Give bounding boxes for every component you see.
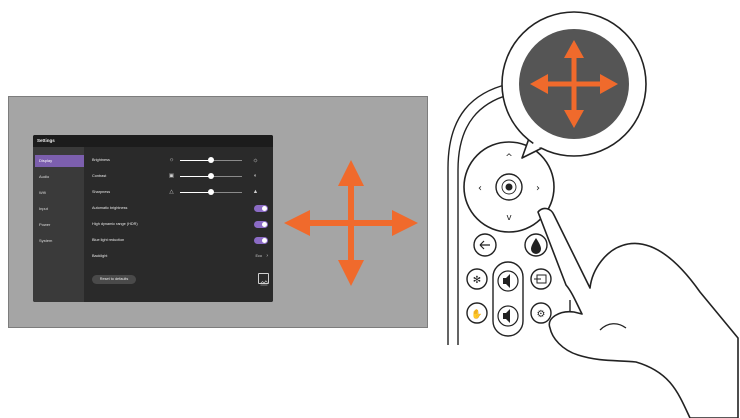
volume-rocker[interactable] (493, 262, 523, 336)
brightness-label: Brightness (92, 155, 110, 165)
settings-button[interactable]: ⚙ (531, 303, 551, 323)
automatic-brightness-toggle[interactable] (254, 205, 268, 212)
sidebar-item-wifi[interactable]: Wifi (35, 187, 84, 199)
toggle-knob (262, 222, 267, 227)
drop-button[interactable] (525, 234, 547, 256)
contrast-slider[interactable] (180, 176, 242, 177)
svg-text:⚙: ⚙ (537, 309, 546, 320)
blue-light-toggle[interactable] (254, 237, 268, 244)
hand-button[interactable]: ✋ (467, 303, 487, 323)
blue-light-row: Blue light reduction (92, 235, 268, 245)
brightness-slider-thumb[interactable] (208, 157, 214, 163)
svg-text:‹: ‹ (478, 183, 482, 194)
backlight-value: Eco (255, 251, 262, 261)
remote-illustration: ^ v ‹ › ✻ ✋ ⚙ (440, 0, 740, 418)
svg-text:v: v (506, 213, 512, 223)
sharpness-slider-fill (180, 192, 211, 193)
chevron-right-icon: › (266, 251, 268, 261)
toggle-knob (262, 238, 267, 243)
brightness-slider[interactable] (180, 160, 242, 161)
sidebar-item-system[interactable]: System (35, 235, 84, 247)
magnifier-callout (502, 12, 646, 158)
sidebar: Display Audio Wifi Input Power System (33, 147, 84, 302)
picture-mode-icon[interactable] (258, 273, 269, 284)
sharpness-slider-thumb[interactable] (208, 189, 214, 195)
hand-illustration (538, 208, 738, 418)
sun-small-icon: ☼ (168, 157, 175, 164)
sharpness-high-icon: ▲ (252, 189, 259, 196)
contrast-low-icon: ▣ (168, 173, 175, 180)
sidebar-item-power[interactable]: Power (35, 219, 84, 231)
backlight-row[interactable]: Backlight Eco › (92, 251, 268, 261)
svg-text:^: ^ (505, 153, 513, 163)
automatic-brightness-label: Automatic brightness (92, 203, 127, 213)
sharpness-low-icon: △ (168, 189, 175, 196)
hdr-row: High dynamic range (HDR) (92, 219, 268, 229)
contrast-high-icon: ◐ (252, 173, 259, 180)
move-arrows-icon (284, 160, 418, 286)
svg-text:›: › (536, 183, 540, 194)
sidebar-item-display[interactable]: Display (35, 155, 84, 167)
sharpness-row: Sharpness △ ▲ (92, 187, 268, 197)
sharpness-label: Sharpness (92, 187, 110, 197)
sun-large-icon: ☼ (252, 157, 259, 164)
contrast-slider-thumb[interactable] (208, 173, 214, 179)
hdr-label: High dynamic range (HDR) (92, 219, 138, 229)
blue-light-label: Blue light reduction (92, 235, 124, 245)
automatic-brightness-row: Automatic brightness (92, 203, 268, 213)
sidebar-item-input[interactable]: Input (35, 203, 84, 215)
toggle-knob (262, 206, 267, 211)
sidebar-item-audio[interactable]: Audio (35, 171, 84, 183)
sharpness-slider[interactable] (180, 192, 242, 193)
window-title: Settings (33, 135, 273, 147)
settings-content: Brightness ☼ ☼ Contrast ▣ ◐ (84, 147, 273, 302)
svg-text:✻: ✻ (473, 275, 481, 286)
back-button[interactable] (474, 234, 496, 256)
input-button[interactable] (531, 269, 551, 289)
reset-defaults-button[interactable]: Reset to defaults (92, 275, 136, 284)
contrast-label: Contrast (92, 171, 106, 181)
settings-window: Settings Display Audio Wifi Input Power … (33, 135, 273, 302)
svg-text:✋: ✋ (471, 308, 482, 320)
snowflake-button[interactable]: ✻ (467, 269, 487, 289)
backlight-label: Backlight (92, 251, 107, 261)
hdr-toggle[interactable] (254, 221, 268, 228)
picture-mode-glyph (259, 277, 269, 287)
brightness-slider-fill (180, 160, 211, 161)
brightness-row: Brightness ☼ ☼ (92, 155, 268, 165)
contrast-slider-fill (180, 176, 211, 177)
contrast-row: Contrast ▣ ◐ (92, 171, 268, 181)
